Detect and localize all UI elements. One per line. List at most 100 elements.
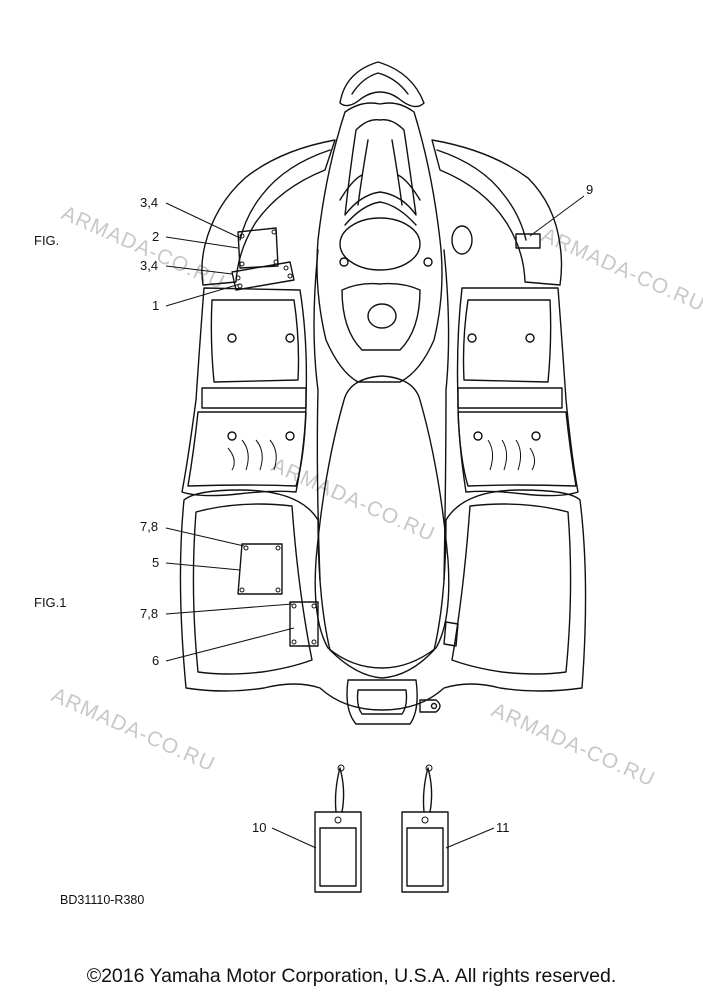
left-tread-4 [227, 447, 235, 471]
leader-10 [271, 827, 317, 849]
decal-6-dot [291, 603, 297, 609]
copyright-notice: ©2016 Yamaha Motor Corporation, U.S.A. A… [86, 965, 617, 987]
rear-right-bracket [443, 621, 459, 647]
leader-34-top [165, 202, 241, 239]
right-tread-3 [515, 439, 522, 471]
decal-9 [515, 233, 541, 249]
tow-tab [419, 699, 441, 713]
leader-2 [165, 236, 239, 249]
left-footwell-inner [210, 299, 300, 383]
leader-9 [529, 195, 585, 237]
right-tread-4 [529, 447, 536, 471]
decal-2-dot [239, 261, 245, 267]
figure-label-fig: FIG. [34, 233, 59, 248]
right-footwell-hole-1 [467, 333, 477, 343]
seat [314, 375, 450, 669]
front-nose-inner [351, 72, 409, 95]
right-fender-edge [436, 149, 527, 241]
hood-chevron-1 [344, 201, 417, 226]
tag-10-string [334, 767, 345, 813]
callout-2: 2 [152, 229, 159, 244]
left-footwell-hole-4 [285, 431, 295, 441]
right-footwell-hole-3 [473, 431, 483, 441]
tag-11 [401, 811, 449, 893]
atv-body-drawing [179, 61, 587, 725]
decal-5-dot [239, 587, 245, 593]
callout-7-8-top: 7,8 [140, 519, 158, 534]
decal-6-dot [311, 603, 317, 609]
callout-5: 5 [152, 555, 159, 570]
right-footwell-lower [457, 411, 577, 487]
decal-2-dot [239, 233, 245, 239]
hood-chevron-3 [397, 174, 421, 201]
right-tread-1 [487, 439, 494, 471]
headlight-pod [339, 217, 421, 271]
callout-7-8-bottom: 7,8 [140, 606, 158, 621]
right-footwell [456, 287, 579, 497]
rear-fender [179, 489, 587, 711]
leader-11 [445, 827, 495, 849]
decals [231, 227, 541, 647]
rear-fender-inner-right [451, 503, 572, 675]
tag-10 [314, 811, 362, 893]
leader-78-top [165, 527, 245, 547]
leader-1 [165, 283, 241, 307]
hood-bolt-right [423, 257, 433, 267]
figure-label-fig1: FIG.1 [34, 595, 67, 610]
decal-1-dot [287, 273, 293, 279]
decal-1-dot [235, 275, 241, 281]
decal-2-dot [271, 229, 277, 235]
decal-6 [289, 601, 319, 647]
tag-10-inner [319, 827, 357, 887]
leader-34-mid [165, 265, 233, 275]
left-footwell-hole-1 [227, 333, 237, 343]
right-footwell-hole-2 [525, 333, 535, 343]
right-footwell-step [457, 387, 563, 409]
tag-10-hole [334, 816, 342, 824]
callout-3-4-top: 3,4 [140, 195, 158, 210]
decal-5 [237, 543, 283, 595]
decal-6-dot [291, 639, 297, 645]
callout-9: 9 [586, 182, 593, 197]
watermark: ARMADA-CO.RU [48, 684, 219, 777]
hood-bolt-left [339, 257, 349, 267]
tag-11-knot [425, 764, 433, 772]
leader-5 [165, 562, 241, 571]
hood-ridge-right [391, 139, 403, 206]
left-tread-3 [269, 439, 277, 471]
watermark: ARMADA-CO.RU [488, 699, 659, 792]
left-footwell-lower [187, 411, 307, 487]
left-footwell-step [201, 387, 307, 409]
tag-10-knot [337, 764, 345, 772]
right-footwell-inner [462, 299, 552, 383]
hang-tags [314, 764, 449, 893]
decal-2 [237, 227, 279, 269]
fuel-cap [367, 303, 397, 329]
callout-3-4-mid: 3,4 [140, 258, 158, 273]
ignition-knob [451, 225, 473, 255]
hood-ridge-left [357, 139, 369, 206]
reference-code: BD31110-R380 [60, 893, 144, 907]
decal-6-dot [311, 639, 317, 645]
grab-bar [346, 679, 418, 725]
callout-10: 10 [252, 820, 266, 835]
callout-6: 6 [152, 653, 159, 668]
leader-78-bottom [165, 603, 293, 615]
decal-5-dot [243, 545, 249, 551]
leader-6 [165, 627, 295, 662]
tag-11-hole [421, 816, 429, 824]
tag-11-string [422, 767, 433, 813]
right-footwell-hole-4 [531, 431, 541, 441]
right-front-fender [431, 139, 563, 286]
decal-1-dot [283, 265, 289, 271]
callout-1: 1 [152, 298, 159, 313]
front-nose [339, 61, 425, 108]
hood-lower-panel [341, 282, 421, 351]
decal-1 [231, 261, 295, 291]
right-frame-rail [443, 249, 450, 581]
tag-11-inner [406, 827, 444, 887]
rear-fender-inner-left [192, 503, 313, 675]
hood-chevron-2 [339, 174, 363, 201]
left-tread-1 [241, 439, 249, 471]
